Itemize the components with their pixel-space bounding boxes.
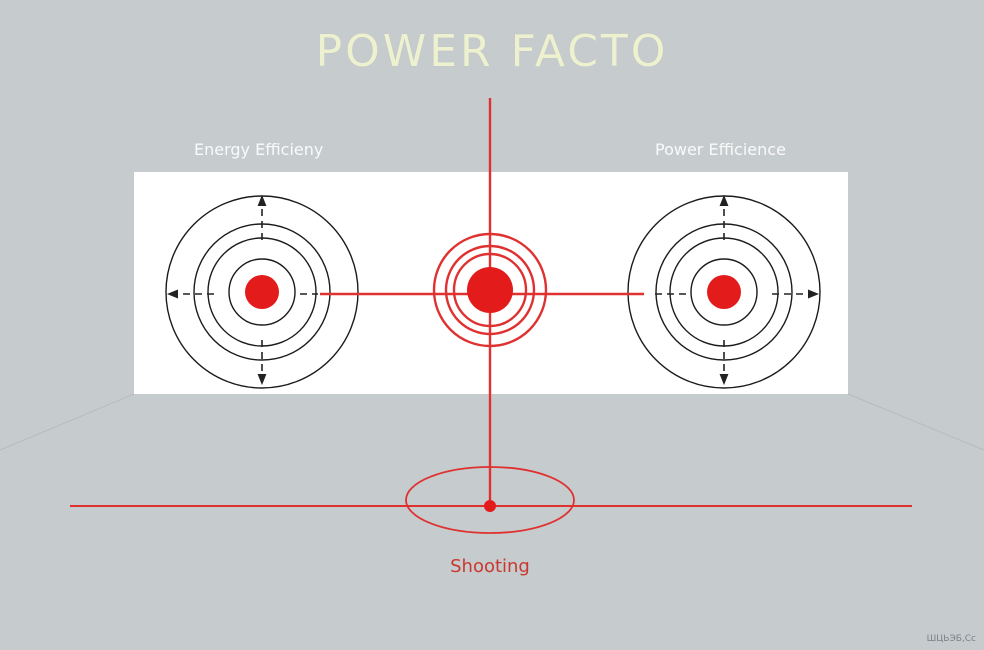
- diagram-title: POWER FACTO: [315, 26, 669, 77]
- watermark-text: ШЦЬЭБ,Сс: [926, 634, 976, 644]
- label-energy-efficiency: Energy Efficieny: [194, 140, 324, 159]
- label-power-efficiency: Power Efficience: [655, 140, 786, 159]
- perspective-line-left: [0, 393, 135, 451]
- target-right: [627, 194, 821, 389]
- target-left: [165, 194, 359, 389]
- red-ground-point: [484, 500, 496, 512]
- label-shooting: Shooting: [450, 556, 530, 577]
- target-center-ring-2: [444, 244, 536, 336]
- target-center-ring-1: [452, 252, 528, 328]
- target-right-bullseye: [707, 275, 741, 309]
- target-center-ring-3: [432, 232, 548, 348]
- target-center: [432, 232, 548, 348]
- red-ground-ellipse: [405, 466, 575, 534]
- target-left-bullseye: [245, 275, 279, 309]
- target-left-ring-1: [228, 258, 296, 326]
- perspective-line-right: [847, 393, 984, 451]
- target-right-ring-1: [690, 258, 758, 326]
- target-center-bullseye: [467, 267, 513, 313]
